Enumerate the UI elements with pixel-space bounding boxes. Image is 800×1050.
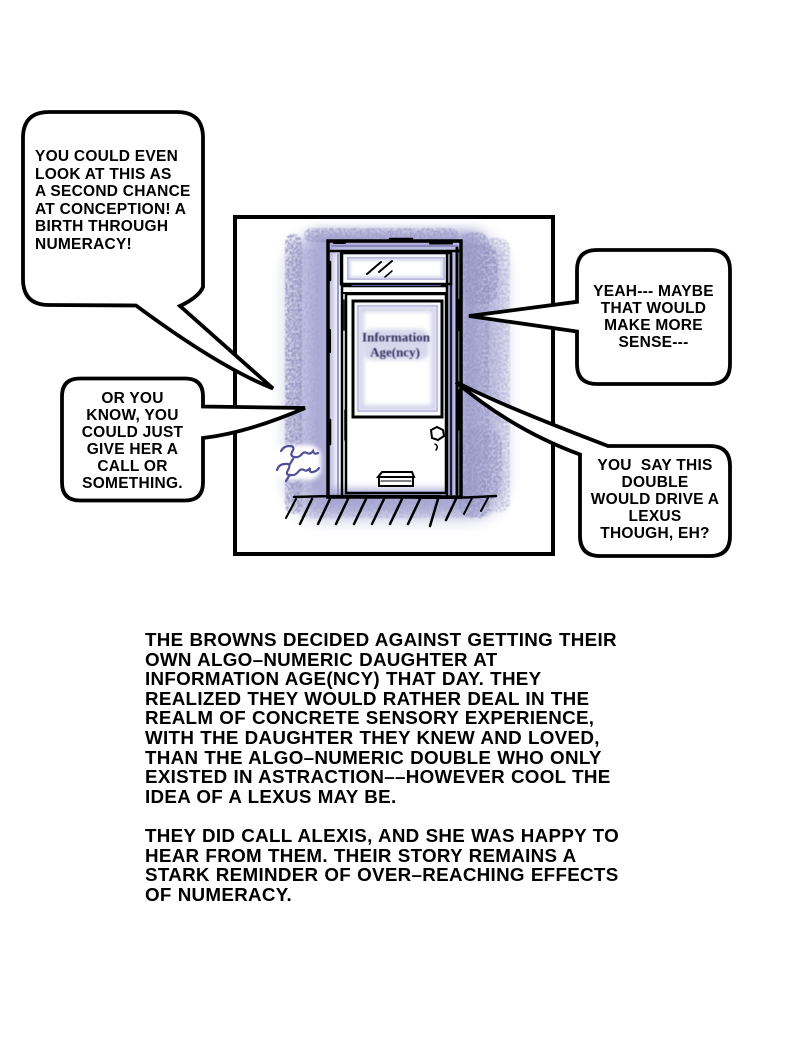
svg-text:Age(ncy): Age(ncy) xyxy=(370,345,420,360)
svg-text:Information: Information xyxy=(362,330,431,345)
